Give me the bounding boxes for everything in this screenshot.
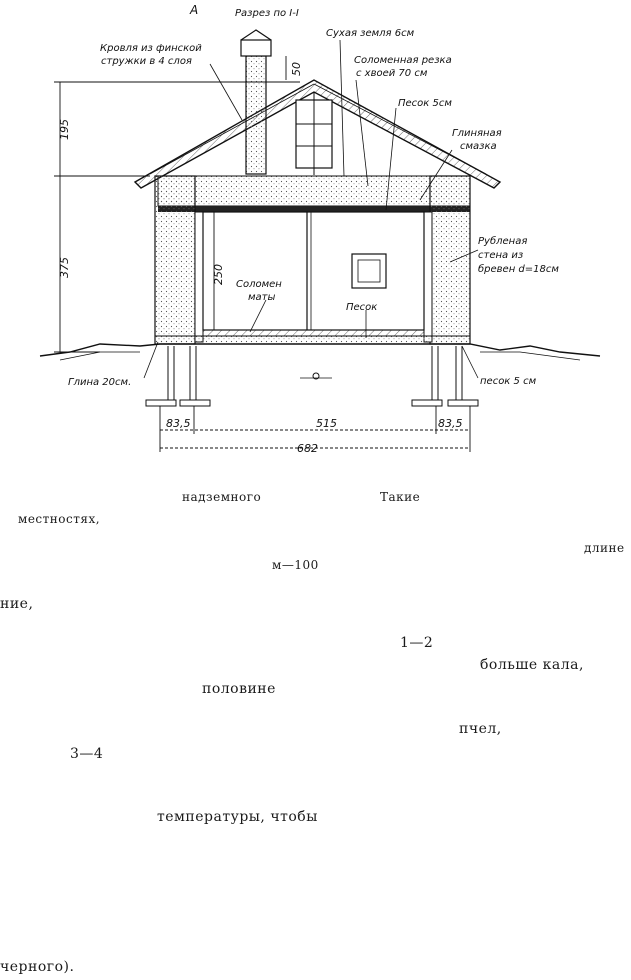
- text-fragment: м—100: [272, 558, 319, 572]
- leader-lines: [143, 39, 479, 379]
- dim-total-width: 682: [297, 442, 318, 455]
- text-fragment: ние,: [0, 596, 34, 612]
- interior-room: [202, 211, 425, 331]
- label-roof-line2: стружки в 4 слоя: [101, 56, 192, 67]
- foundation-piles: [145, 346, 479, 407]
- text-fragment: длине: [584, 541, 625, 555]
- text-fragment: 1—2: [400, 635, 434, 651]
- label-wall-line3: бревен d=18см: [478, 263, 559, 275]
- ceiling-layer: [158, 206, 470, 212]
- attic-insulation: [157, 175, 471, 207]
- vertical-dimensions: [54, 56, 300, 353]
- text-fragment: надземного: [182, 490, 262, 504]
- label-sand-top: Песок 5см: [398, 98, 452, 109]
- label-wall-line2: стена из: [478, 250, 523, 261]
- text-fragment: температуры, чтобы: [157, 809, 318, 825]
- wall-window: [351, 253, 387, 289]
- figure-letter: A: [189, 3, 198, 17]
- text-fragment: пчел,: [459, 721, 502, 737]
- dim-inner-width: 515: [316, 417, 337, 430]
- label-mats-line1: Соломен: [236, 279, 282, 290]
- label-straw-line1: Соломенная резка: [354, 55, 452, 66]
- dim-right-offset: 83,5: [438, 417, 463, 430]
- label-wall-line1: Рубленая: [478, 235, 527, 247]
- text-fragment: больше кала,: [480, 657, 584, 673]
- gable-window: [295, 99, 333, 169]
- label-sand-floor: Песок: [346, 302, 377, 313]
- horizontal-dimensions: [159, 406, 471, 452]
- label-straw-line2: с хвоей 70 см: [356, 68, 428, 79]
- text-fragment: половине: [202, 681, 276, 697]
- label-mats-line2: маты: [248, 292, 275, 303]
- dim-left-offset: 83,5: [166, 417, 191, 430]
- label-roof-line1: Кровля из финской: [100, 43, 202, 54]
- section-title: Разрез по I-I: [235, 8, 299, 19]
- dim-inner-height: 250: [212, 264, 225, 285]
- walls: [154, 175, 471, 345]
- label-clay-line1: Глиняная: [452, 128, 502, 139]
- floor-mats: [202, 329, 425, 337]
- text-fragment: местностях,: [18, 512, 101, 526]
- label-sand-bottom: песок 5 см: [480, 376, 537, 387]
- dim-chimney: 50: [290, 62, 303, 76]
- ground-line: [39, 343, 601, 357]
- text-fragment: Такие: [380, 490, 421, 504]
- label-clay-line2: смазка: [460, 141, 497, 152]
- winter-house-cross-section-drawing: A Разрез по I-I: [39, 3, 601, 455]
- label-dry-earth: Сухая земля 6см: [326, 28, 415, 39]
- dim-wall-height: 375: [58, 257, 71, 278]
- floor-sand: [154, 335, 471, 345]
- dim-roof-height: 195: [58, 119, 71, 140]
- text-fragment: черного).: [0, 959, 75, 975]
- text-fragment: 3—4: [70, 746, 104, 762]
- label-clay-bottom: Глина 20см.: [68, 377, 131, 388]
